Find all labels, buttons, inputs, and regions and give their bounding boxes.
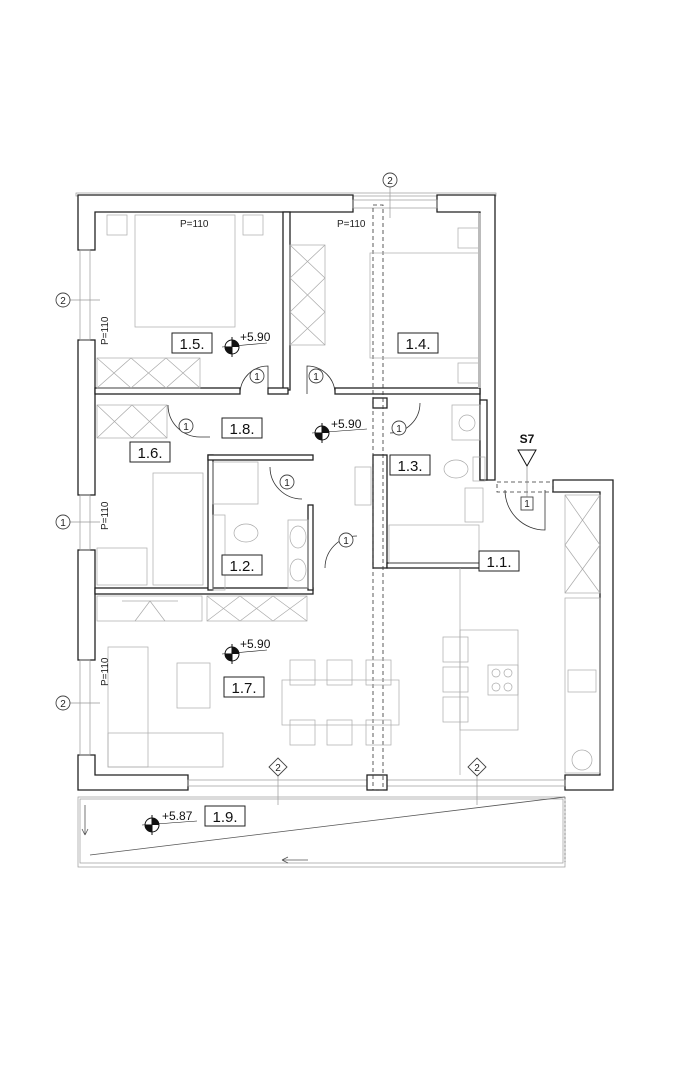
room-label-1-3: 1.3. [397,458,422,475]
elevation-marker-icon [221,644,268,664]
window-tag: 1 [60,518,66,529]
door-tag: 1 [396,424,402,435]
room-label-1-7: 1.7. [231,680,256,697]
room-label-1-5: 1.5. [179,336,204,353]
window-tags [70,187,478,805]
window-tag: 2 [474,763,480,774]
door-tag: 1 [313,372,319,383]
interior-walls [94,211,488,595]
window-tag: 2 [60,296,66,307]
parapet-label: P=110 [100,316,111,345]
room-label-1-9: 1.9. [212,809,237,826]
elevation-label: +5.90 [240,637,271,651]
parapet-label: P=110 [100,657,111,686]
section-mark-label: S7 [520,432,535,446]
room-label-1-6: 1.6. [137,445,162,462]
parapet-label: P=110 [100,501,111,530]
outer-walls [75,192,614,791]
elevation-label: +5.90 [240,330,271,344]
door-tag: 1 [524,499,530,510]
section-mark-icon [517,449,537,468]
furniture [96,213,601,775]
balcony [77,796,566,868]
door-tags: 1 1 1 1 1 1 1 [178,368,534,548]
parapet-label: P=110 [337,219,366,230]
room-label-1-1: 1.1. [486,554,511,571]
structural-axis [372,204,384,791]
door-tag: 1 [183,422,189,433]
parapet-label: P=110 [180,219,209,230]
window-tag: 2 [275,763,281,774]
room-label-1-2: 1.2. [229,558,254,575]
elevation-marker-icon [141,815,198,835]
window-tag: 2 [60,699,66,710]
door-tag: 1 [284,478,290,489]
room-label-1-4: 1.4. [405,336,430,353]
room-label-1-8: 1.8. [229,421,254,438]
elevation-markers: +5.90 +5.90 +5.90 +5.87 [141,330,368,835]
elevation-marker-icon [221,337,268,357]
door-tag: 1 [343,536,349,547]
elevation-marker-icon [311,423,368,443]
elevation-label: +5.90 [331,417,362,431]
door-tag: 1 [254,372,260,383]
elevation-label: +5.87 [162,809,193,823]
room-labels: 1.5. 1.4. 1.8. 1.6. 1.3. 1.2. 1.1. 1.7. … [129,332,520,827]
window-tag: 2 [387,176,393,187]
doors [167,365,554,569]
